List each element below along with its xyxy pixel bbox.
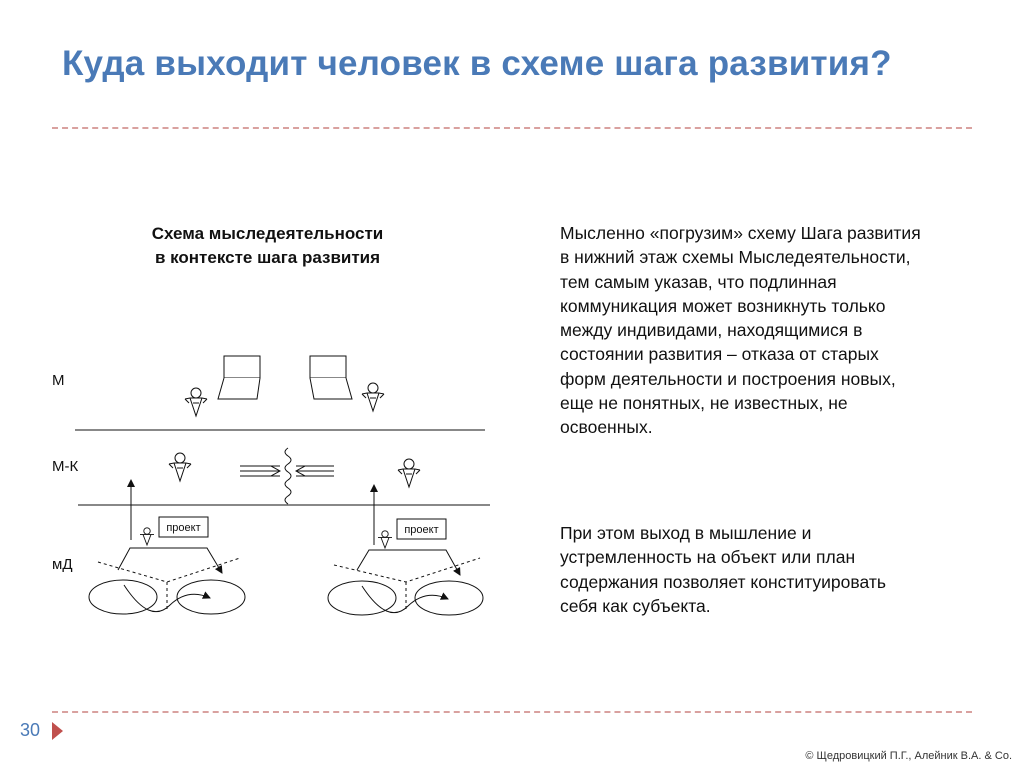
explanation-paragraph-1: Мысленно «погрузим» схему Шага развития … xyxy=(560,221,990,440)
page-marker-icon xyxy=(52,722,63,740)
diagram-title-line-2: в контексте шага развития xyxy=(154,248,381,267)
paragraph1-line-1: Мысленно «погрузим» схему Шага развития xyxy=(560,223,921,243)
paragraph2-line-2: устремленность на объект или план xyxy=(560,547,856,568)
person-activity-left-icon xyxy=(139,527,155,546)
paragraph1-line-2: в нижний этаж схемы Мыследеятельности, xyxy=(560,247,911,268)
paragraph2-line-3: содержания позволяет конституировать xyxy=(560,571,886,592)
paragraph2-line-1: При этом выход в мышление и xyxy=(560,523,812,543)
page-number: 30 xyxy=(20,720,41,740)
paragraph1-line-7: форм деятельности и построения новых, xyxy=(560,368,896,389)
development-step-right xyxy=(327,549,484,616)
diagram-title: Схема мыследеятельности в контексте шага… xyxy=(110,222,425,270)
diagram-title-line-1: Схема мыследеятельности xyxy=(151,224,384,243)
person-thinking-right-icon xyxy=(361,382,385,412)
project-label-right: проект xyxy=(404,524,438,536)
person-communication-left-icon xyxy=(168,452,192,482)
paragraph1-line-5: между индивидами, находящимися в xyxy=(560,320,863,341)
paragraph1-line-6: состоянии развития – отказа от старых xyxy=(560,344,879,365)
board-icon-right xyxy=(309,355,353,400)
person-communication-right-icon xyxy=(397,458,421,488)
paragraph1-line-3: тем самым указав, что подлинная xyxy=(560,271,837,292)
project-box-right xyxy=(396,518,447,540)
board-icon-left xyxy=(217,355,261,400)
person-thinking-left-icon xyxy=(184,387,208,417)
project-box-left xyxy=(158,516,209,538)
copyright-note: © Щедровицкий П.Г., Алейник В.А. & Co. xyxy=(805,750,1012,762)
level-label-communication: М-К xyxy=(52,458,79,475)
paragraph2-line-4: себя как субъекта. xyxy=(560,595,711,616)
bottom-divider xyxy=(52,711,972,713)
person-activity-right-icon xyxy=(377,530,393,549)
communication-arrows-icon xyxy=(240,447,334,505)
level-label-thinking: М xyxy=(52,372,65,389)
paragraph1-line-8: еще не понятных, не известных, не xyxy=(560,393,848,414)
slide-title: Куда выходит человек в схеме шага развит… xyxy=(62,44,892,83)
level-label-activity: мД xyxy=(52,556,73,573)
paragraph1-line-9: освоенных. xyxy=(560,417,653,438)
project-label-left: проект xyxy=(166,522,200,534)
development-step-left xyxy=(88,547,246,615)
explanation-paragraph-2: При этом выход в мышление и устремленнос… xyxy=(560,521,990,618)
top-divider xyxy=(52,127,972,129)
paragraph1-line-4: коммуникация может возникнуть только xyxy=(560,295,886,316)
